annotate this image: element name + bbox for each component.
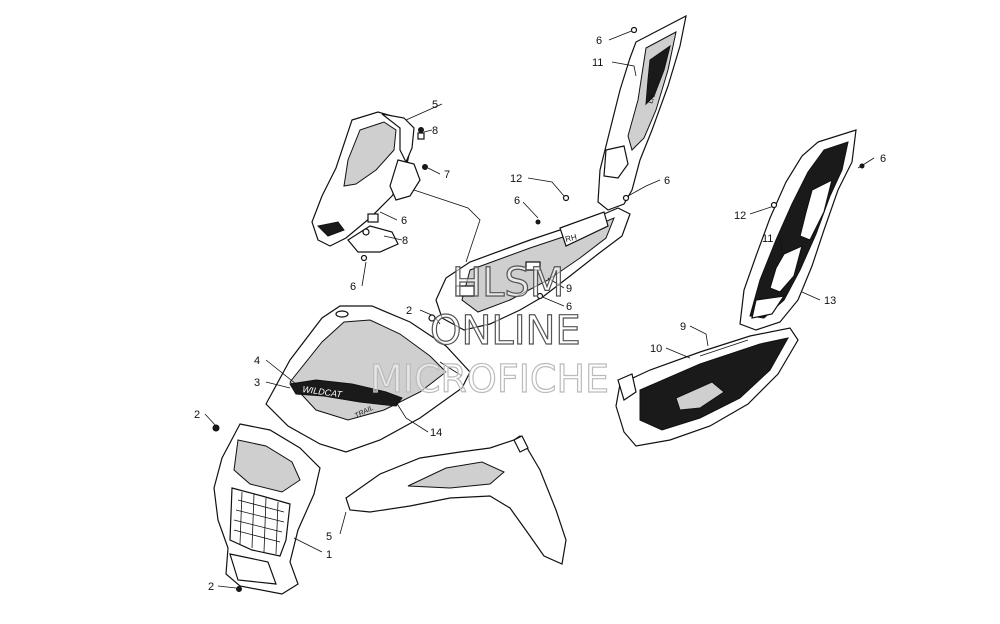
- headlight-cover-upper: [311, 111, 421, 247]
- side-rail-upper: RH: [435, 207, 631, 331]
- callout-14: 14: [430, 427, 442, 439]
- callout-2: 2: [406, 305, 412, 317]
- watermark: HLSM ONLINE MICROFICHE: [369, 259, 609, 401]
- callout-labels: 6 11 5 8 7 12 6 6 6 8 6 6 12 11 13 9 6 2…: [194, 35, 886, 593]
- callout-6: 6: [664, 175, 670, 187]
- fasteners: [212, 26, 865, 432]
- running-board: [615, 327, 799, 447]
- callout-6: 6: [596, 35, 602, 47]
- callout-7: 7: [444, 169, 450, 181]
- callout-13: 13: [824, 295, 836, 307]
- callout-6: 6: [350, 281, 356, 293]
- grille-mesh: [233, 491, 285, 555]
- side-panel-right: [739, 129, 857, 331]
- callout-12: 12: [510, 173, 522, 185]
- callout-11: 11: [592, 57, 603, 69]
- callout-1: 1: [326, 549, 332, 561]
- callout-8: 8: [402, 235, 408, 247]
- front-grille: [213, 423, 321, 595]
- decal-side-lh: LH: [647, 94, 657, 105]
- hood: WILDCAT TRAIL: [265, 305, 471, 453]
- callout-2: 2: [208, 581, 214, 593]
- leader-lines: [204, 29, 875, 589]
- callout-6: 6: [566, 301, 572, 313]
- callout-4: 4: [254, 355, 260, 367]
- callout-6: 6: [401, 215, 407, 227]
- leader-link: [413, 189, 481, 263]
- bracket-lower: [347, 225, 399, 262]
- callout-8: 8: [432, 125, 438, 137]
- callout-9: 9: [566, 283, 572, 295]
- watermark-line3: MICROFICHE: [370, 357, 609, 401]
- callout-11: 11: [762, 233, 773, 245]
- callout-6: 6: [514, 195, 520, 207]
- decal-side-rh: RH: [564, 232, 578, 244]
- hardware-upper: [367, 127, 428, 223]
- callout-9: 9: [680, 321, 686, 333]
- side-panel-left: LH: [597, 14, 687, 211]
- callout-12: 12: [734, 210, 746, 222]
- watermark-line1: HLSM: [452, 260, 564, 306]
- callout-6: 6: [880, 153, 886, 165]
- callout-10: 10: [650, 343, 662, 355]
- callout-5: 5: [432, 99, 438, 111]
- watermark-line2: ONLINE: [430, 308, 581, 354]
- callout-3: 3: [254, 377, 260, 389]
- front-fender: [345, 435, 567, 565]
- callout-2: 2: [194, 409, 200, 421]
- callout-5: 5: [326, 531, 332, 543]
